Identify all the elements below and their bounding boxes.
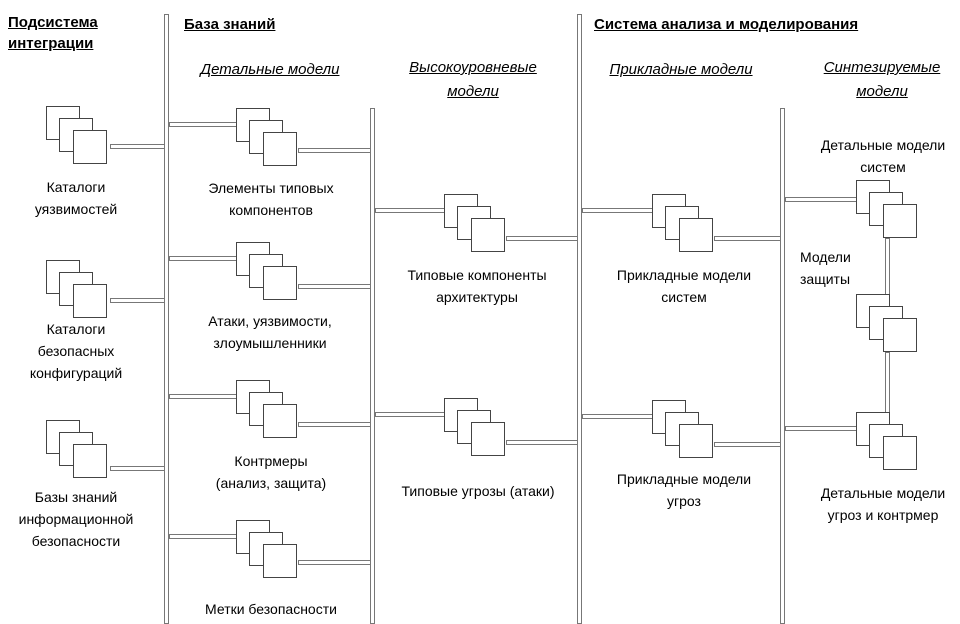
model-square: [883, 318, 917, 352]
model-square: [471, 218, 505, 252]
connector: [506, 440, 578, 445]
infosec-kb-stack: [46, 420, 108, 478]
model-square: [263, 544, 297, 578]
detailed-threats-stack: [856, 412, 918, 470]
detailed-models-subheader: Детальные модели: [200, 61, 340, 78]
secure-configs-label: Каталоги безопасных конфигураций: [29, 321, 123, 381]
connector: [298, 422, 371, 427]
synthesized-bus: [780, 108, 785, 624]
model-square: [73, 284, 107, 318]
attacks-stack: [236, 242, 298, 300]
model-square: [679, 424, 713, 458]
connector: [110, 144, 165, 149]
detailed-threats-label: Детальные модели угроз и контрмер: [820, 485, 946, 523]
infosec-kb-label: Базы знаний информационной безопасности: [18, 489, 134, 549]
protection-models-stack: [856, 294, 918, 352]
integration-bus: [164, 14, 169, 624]
connector: [506, 236, 578, 241]
countermeasures-stack: [236, 380, 298, 438]
vuln-catalogs-stack: [46, 106, 108, 164]
high-level-bus: [370, 108, 375, 624]
typical-threats-stack: [444, 398, 506, 456]
integration-subsystem-header: Подсистема интеграции: [8, 14, 98, 52]
connector: [110, 298, 165, 303]
model-square: [263, 404, 297, 438]
secure-configs-stack: [46, 260, 108, 318]
applied-threats-stack: [652, 400, 714, 458]
analysis-system-header: Система анализа и моделирования: [594, 16, 859, 33]
connector: [714, 236, 781, 241]
connector: [785, 426, 858, 431]
connector: [298, 560, 371, 565]
connector: [169, 122, 237, 127]
connector: [582, 208, 653, 213]
connector: [785, 197, 858, 202]
model-square: [263, 266, 297, 300]
attacks-label: Атаки, уязвимости, злоумышленники: [208, 313, 332, 351]
knowledge-base-header: База знаний: [184, 16, 276, 33]
connector: [375, 412, 445, 417]
applied-systems-label: Прикладные модели систем: [616, 267, 752, 305]
model-square: [883, 436, 917, 470]
applied-threats-label: Прикладные модели угроз: [616, 471, 752, 509]
detailed-systems-label: Детальные модели систем: [820, 137, 946, 175]
connector: [582, 414, 653, 419]
typical-elements-stack: [236, 108, 298, 166]
countermeasures-label: Контрмеры (анализ, защита): [215, 453, 327, 491]
connector: [298, 284, 371, 289]
model-square: [679, 218, 713, 252]
connector: [110, 466, 165, 471]
connector: [298, 148, 371, 153]
typical-arch-stack: [444, 194, 506, 252]
security-labels-label: Метки безопасности: [205, 601, 337, 617]
vertical-connector: [885, 352, 890, 414]
model-square: [263, 132, 297, 166]
applied-models-subheader: Прикладные модели: [609, 61, 753, 78]
typical-arch-label: Типовые компоненты архитектуры: [407, 267, 547, 305]
connector: [375, 208, 445, 213]
connector: [169, 394, 237, 399]
protection-models-label: Модели защиты: [800, 249, 851, 287]
typical-elements-label: Элементы типовых компонентов: [208, 180, 334, 218]
model-square: [471, 422, 505, 456]
model-square: [73, 130, 107, 164]
security-labels-stack: [236, 520, 298, 578]
typical-threats-label: Типовые угрозы (атаки): [401, 483, 555, 499]
connector: [169, 534, 237, 539]
vuln-catalogs-label: Каталоги уязвимостей: [34, 179, 118, 217]
vertical-connector: [885, 238, 890, 298]
connector: [714, 442, 781, 447]
analysis-bus: [577, 14, 582, 624]
synthesized-models-subheader: Синтезируемые модели: [823, 59, 941, 100]
connector: [169, 256, 237, 261]
applied-systems-stack: [652, 194, 714, 252]
model-square: [883, 204, 917, 238]
high-level-models-subheader: Высокоуровневые модели: [409, 59, 537, 100]
detailed-systems-stack: [856, 180, 918, 238]
model-square: [73, 444, 107, 478]
